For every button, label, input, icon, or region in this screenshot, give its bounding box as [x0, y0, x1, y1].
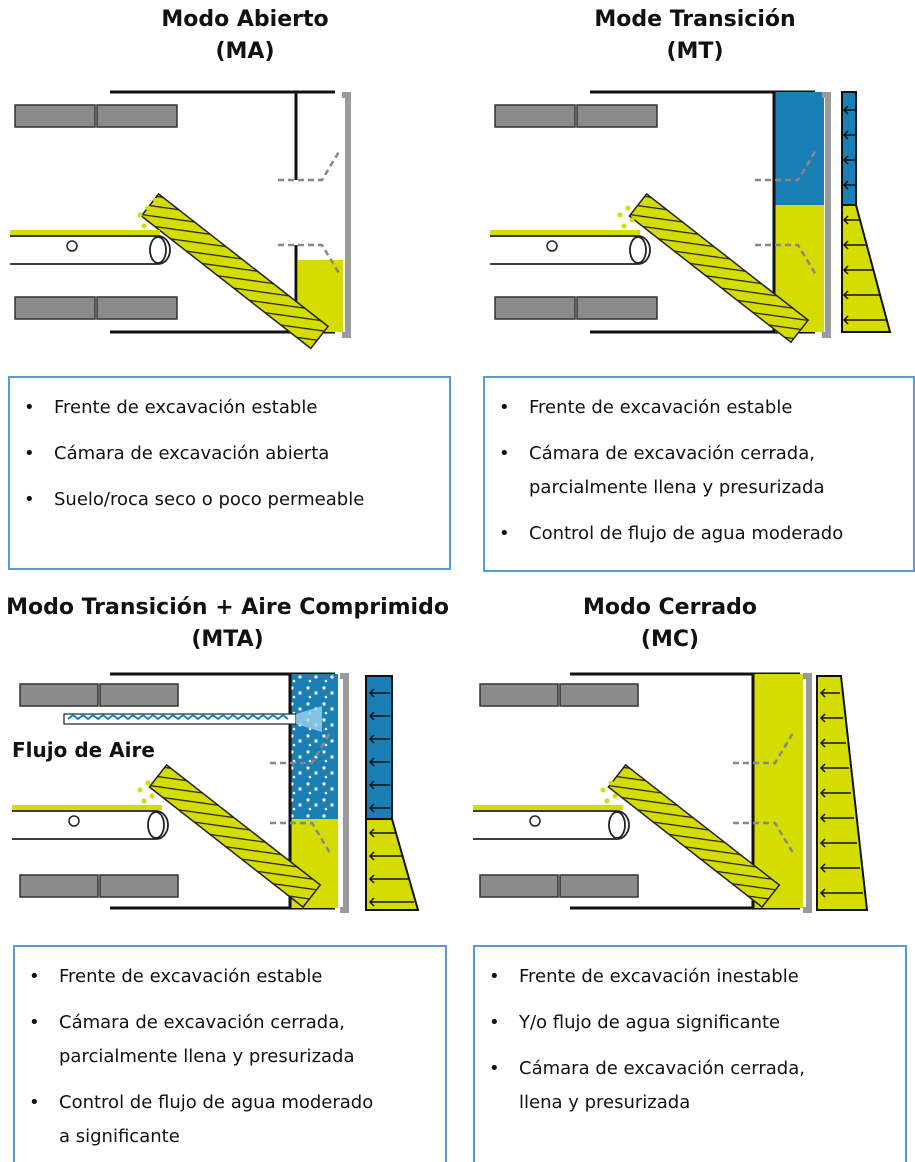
flujo-de-aire-label: Flujo de Aire	[12, 738, 155, 762]
title-line1: Modo Abierto	[161, 7, 329, 32]
title-line1: Mode Transición	[594, 7, 796, 32]
diagram-mode-transicion	[490, 90, 892, 344]
tunnel-segment-bottom	[479, 874, 639, 898]
description-box-mt: •Frente de excavación estable •Cámara de…	[483, 376, 915, 572]
title-modo-cerrado: Modo Cerrado (MC)	[520, 592, 820, 656]
title-line2: (MTA)	[191, 627, 264, 652]
water-fill	[774, 92, 824, 205]
bullet-list: •Frente de excavación estable •Cámara de…	[485, 396, 913, 546]
list-item: •Cámara de excavación abierta	[24, 443, 330, 464]
conveyor-belt	[490, 230, 651, 265]
title-modo-transicion-aire: Modo Transición + Aire Comprimido (MTA)	[0, 592, 455, 656]
tunnel-segment-bottom	[14, 296, 178, 320]
air-pipe	[63, 706, 322, 732]
bullet-list: •Frente de excavación estable •Cámara de…	[15, 965, 445, 1149]
list-item: •Suelo/roca seco o poco permeable	[24, 489, 365, 510]
soil-drops	[137, 198, 157, 229]
conveyor-belt	[12, 805, 169, 840]
list-item: •Control de flujo de agua moderado	[499, 523, 844, 544]
description-box-ma: •Frente de excavación estable •Cámara de…	[8, 376, 451, 570]
title-line1: Modo Cerrado	[582, 595, 757, 620]
pressure-diagram	[841, 91, 892, 333]
title-modo-abierto: Modo Abierto (MA)	[95, 4, 395, 68]
tunnel-segment-top	[479, 683, 639, 707]
conveyor-belt	[10, 230, 171, 265]
description-box-mc: •Frente de excavación inestable •Y/o flu…	[473, 945, 907, 1162]
tunnel-segment-top	[14, 104, 178, 128]
list-item: •Cámara de excavación cerrada,llena y pr…	[489, 1058, 805, 1113]
bullet-list: •Frente de excavación estable •Cámara de…	[10, 396, 449, 512]
bullet-list: •Frente de excavación inestable •Y/o flu…	[475, 965, 905, 1115]
air-water-fill	[290, 674, 338, 819]
list-item: •Frente de excavación inestable	[489, 966, 799, 987]
pressure-arrows	[842, 105, 886, 325]
conveyor-belt	[473, 805, 630, 840]
cutterhead-dashed	[278, 149, 342, 276]
diagram-modo-cerrado	[473, 672, 869, 913]
list-item: •Y/o flujo de agua significante	[489, 1012, 781, 1033]
title-line2: (MT)	[666, 39, 724, 64]
description-box-mta: •Frente de excavación estable •Cámara de…	[13, 945, 447, 1162]
tunnel-segment-top	[494, 104, 658, 128]
tunnel-segment-top	[19, 683, 179, 707]
list-item: •Cámara de excavación cerrada,parcialmen…	[29, 1012, 355, 1067]
list-item: •Frente de excavación estable	[24, 397, 318, 418]
diagram-modo-abierto	[10, 90, 351, 350]
list-item: •Cámara de excavación cerrada,parcialmen…	[499, 443, 825, 498]
title-line2: (MA)	[215, 39, 275, 64]
soil-fill	[753, 674, 803, 908]
list-item: •Frente de excavación estable	[29, 966, 323, 987]
title-line2: (MC)	[640, 627, 700, 652]
diagram-modo-transicion-aire	[12, 672, 420, 913]
tunnel-segment-bottom	[19, 874, 179, 898]
screw-conveyor	[140, 192, 330, 350]
list-item: •Frente de excavación estable	[499, 397, 793, 418]
pressure-diagram	[365, 675, 420, 911]
cutterhead-disc	[342, 92, 351, 338]
tunnel-segment-bottom	[494, 296, 658, 320]
title-line1: Modo Transición + Aire Comprimido	[6, 595, 449, 620]
title-mode-transicion: Mode Transición (MT)	[545, 4, 845, 68]
